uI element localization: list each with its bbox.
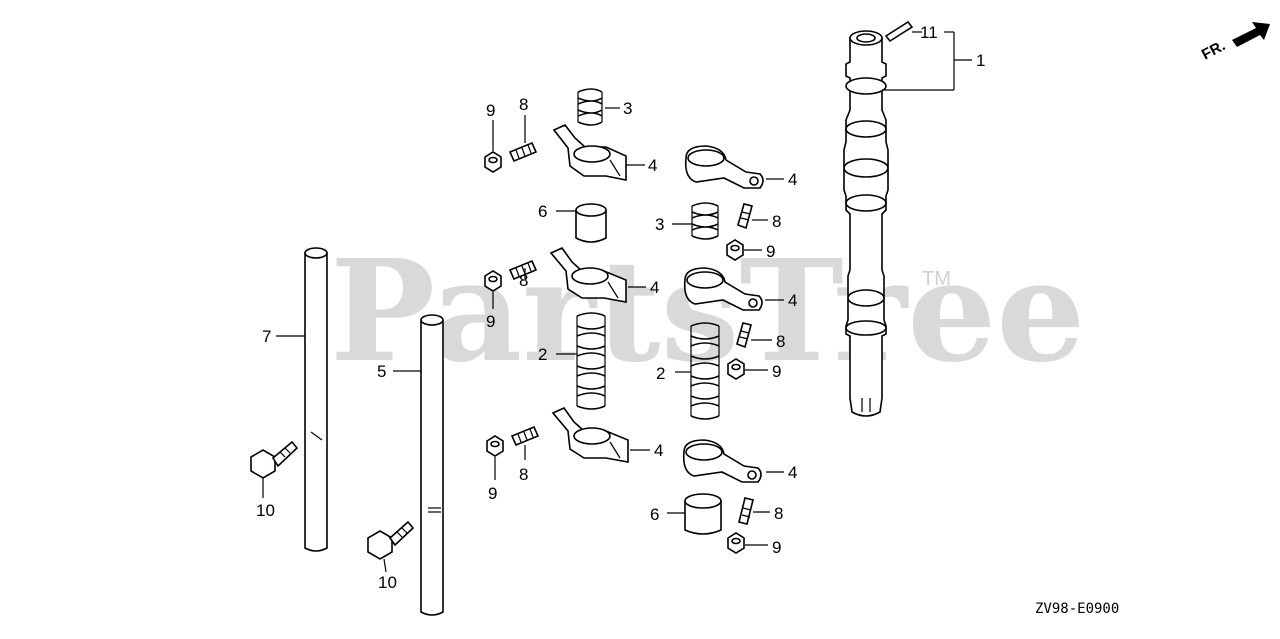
callout-8-left-2: 8 xyxy=(519,271,528,290)
spring-2-left[interactable] xyxy=(576,312,606,410)
watermark-trademark: TM xyxy=(922,268,951,290)
callout-4-left-3: 4 xyxy=(654,441,663,460)
rocker-arm-4-left-3[interactable] xyxy=(551,406,629,463)
callout-1: 1 xyxy=(976,51,985,70)
callout-4-right-2: 4 xyxy=(788,291,797,310)
callout-labels: 1 11 3 3 2 2 4 4 4 4 4 4 5 6 6 7 8 8 8 8… xyxy=(256,23,985,592)
rocker-shaft-5[interactable] xyxy=(420,314,444,616)
lock-nut-9-left-1[interactable] xyxy=(484,151,502,173)
rocker-arm-4-right-3[interactable] xyxy=(682,439,762,483)
callout-6-upper: 6 xyxy=(538,202,547,221)
spring-2-right[interactable] xyxy=(690,322,720,420)
callout-4-left-2: 4 xyxy=(650,278,659,297)
collar-6-lower[interactable] xyxy=(684,493,722,535)
lock-nut-9-right-1[interactable] xyxy=(726,239,744,261)
bolt-10-lower[interactable] xyxy=(367,520,415,560)
adjusting-screw-8-left-3[interactable] xyxy=(510,425,540,447)
callout-2-left: 2 xyxy=(538,345,547,364)
adjusting-screw-8-right-1[interactable] xyxy=(737,203,753,230)
rocker-shaft-7[interactable] xyxy=(304,247,328,552)
pin-11[interactable] xyxy=(884,20,914,43)
lock-nut-9-left-2[interactable] xyxy=(484,270,502,292)
watermark: PartsTree TM xyxy=(330,230,1085,394)
callout-8-left-1: 8 xyxy=(519,95,528,114)
callout-3-lower: 3 xyxy=(655,215,664,234)
callout-9-left-3: 9 xyxy=(488,484,497,503)
front-direction-arrow-icon xyxy=(1232,22,1270,47)
watermark-text: PartsTree xyxy=(330,230,1085,394)
front-direction-label: FR. xyxy=(1199,37,1228,63)
callout-10-lower: 10 xyxy=(378,573,397,592)
callout-4-right-1: 4 xyxy=(788,170,797,189)
callout-2-right: 2 xyxy=(656,364,665,383)
callout-8-right-2: 8 xyxy=(776,332,785,351)
adjusting-screw-8-left-2[interactable] xyxy=(508,259,538,281)
lock-nut-9-right-3[interactable] xyxy=(727,532,745,554)
callout-9-right-1: 9 xyxy=(766,242,775,261)
callout-9-right-2: 9 xyxy=(772,362,781,381)
callout-11: 11 xyxy=(920,23,938,42)
rocker-arm-4-left-2[interactable] xyxy=(549,246,627,303)
callout-8-right-3: 8 xyxy=(774,504,783,523)
callout-4-right-3: 4 xyxy=(788,463,797,482)
callout-3-upper: 3 xyxy=(623,99,632,118)
bolt-10-upper[interactable] xyxy=(250,440,299,479)
callout-9-left-1: 9 xyxy=(486,101,495,120)
adjusting-screw-8-left-1[interactable] xyxy=(508,141,538,163)
callout-10-upper: 10 xyxy=(256,501,275,520)
callout-8-left-3: 8 xyxy=(519,465,528,484)
rocker-arm-4-right-2[interactable] xyxy=(683,267,763,311)
diagram-code: ZV98-E0900 xyxy=(1035,601,1119,617)
lock-nut-9-right-2[interactable] xyxy=(727,358,745,380)
adjusting-screw-8-right-3[interactable] xyxy=(738,497,754,525)
callout-9-left-2: 9 xyxy=(486,312,495,331)
callout-4-left-1: 4 xyxy=(648,156,657,175)
collar-6-upper[interactable] xyxy=(575,203,607,243)
callout-7: 7 xyxy=(262,327,271,346)
spring-3-upper[interactable] xyxy=(577,88,603,126)
camshaft-1[interactable] xyxy=(843,30,889,417)
callout-9-right-3: 9 xyxy=(772,538,781,557)
rocker-arm-4-left-1[interactable] xyxy=(552,124,627,181)
callout-6-lower: 6 xyxy=(650,505,659,524)
adjusting-screw-8-right-2[interactable] xyxy=(736,322,752,349)
callout-8-right-1: 8 xyxy=(772,212,781,231)
spring-3-lower[interactable] xyxy=(691,202,719,240)
rocker-arm-4-right-1[interactable] xyxy=(684,145,764,189)
lock-nut-9-left-3[interactable] xyxy=(486,435,504,457)
front-direction-indicator: FR. xyxy=(1199,22,1270,64)
callout-5: 5 xyxy=(377,362,386,381)
